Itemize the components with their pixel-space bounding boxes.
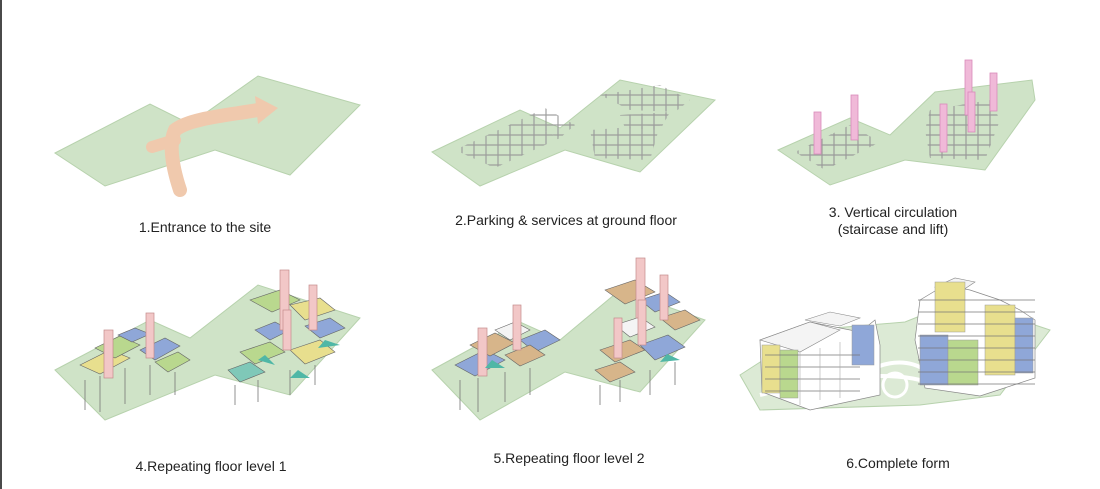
caption-panel-3-line-1: 3. Vertical circulation: [828, 204, 958, 220]
site-plot: [54, 75, 361, 187]
panel-2-parking-diagram: [431, 79, 717, 187]
panel-4-floor-level-1-diagram: [54, 269, 361, 421]
panel-1-entrance-diagram: [54, 75, 361, 197]
building-block-left: [759, 311, 881, 411]
entrance-arrow: [146, 96, 278, 197]
floor-units-cluster-left: [454, 304, 561, 412]
floor-units-cluster-left: [79, 312, 191, 412]
teal-pointer-arrows: [485, 354, 680, 368]
panel-6-complete-form-diagram: [739, 277, 1051, 411]
caption-panel-4: 4.Repeating floor level 1: [135, 458, 287, 474]
floor-units-cluster-right: [227, 269, 346, 405]
caption-panel-3: 3. Vertical circulation (staircase and l…: [829, 204, 957, 238]
teal-pointer-arrows: [258, 340, 340, 378]
caption-panel-6: 6.Complete form: [846, 455, 950, 471]
panel-3-circulation-diagram: [776, 59, 1036, 186]
left-border-rule: [0, 0, 2, 489]
building-block-right: [914, 277, 1036, 397]
caption-panel-1: 1.Entrance to the site: [138, 219, 272, 235]
caption-panel-2: 2.Parking & services at ground floor: [455, 212, 677, 228]
stair-lift-cores: [813, 59, 998, 155]
panel-5-floor-level-2-diagram: [431, 257, 706, 421]
parking-column-grid: [455, 85, 690, 168]
caption-panel-3-line-2: (staircase and lift): [837, 221, 949, 237]
caption-panel-5: 5.Repeating floor level 2: [493, 450, 645, 466]
floor-units-cluster-right: [594, 257, 701, 405]
